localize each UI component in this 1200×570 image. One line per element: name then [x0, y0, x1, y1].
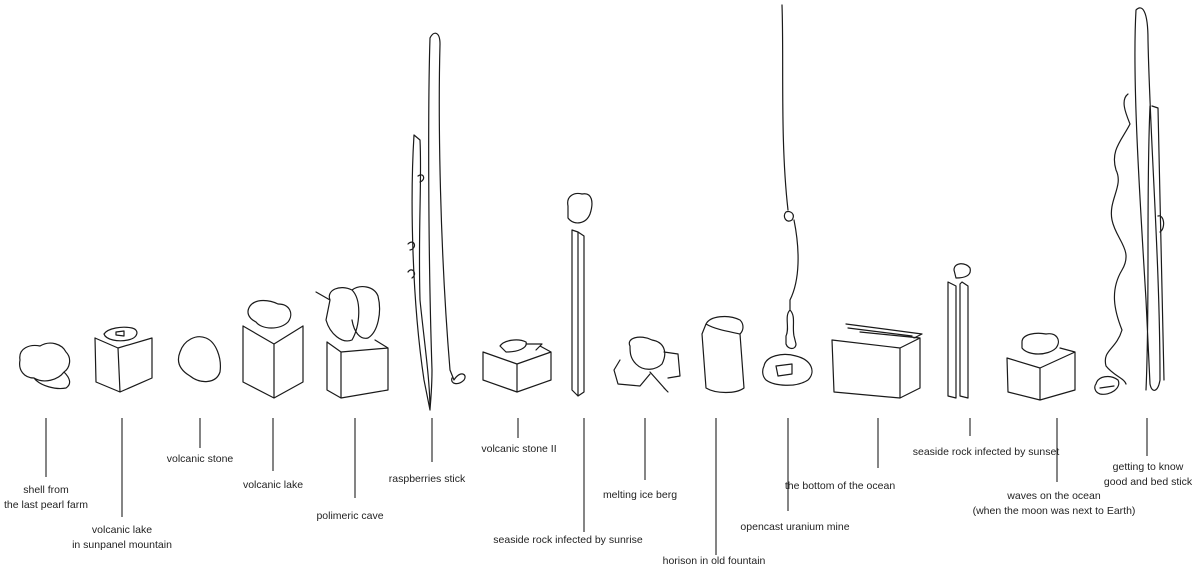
label-polimeric-cave: polimeric cave	[316, 510, 384, 522]
horison-old-fountain-drawing	[701, 315, 745, 394]
label-waves-on-ocean: waves on the ocean(when the moon was nex…	[972, 490, 1136, 517]
good-bed-stick-drawing	[1104, 7, 1165, 391]
bottom-of-ocean-drawing	[831, 323, 923, 399]
melting-ice-berg-drawing	[613, 336, 681, 393]
label-melting-ice-berg: melting ice berg	[602, 489, 678, 501]
volcanic-lake-drawing	[242, 299, 304, 399]
label-raspberries-stick: raspberries stick	[388, 473, 466, 485]
seaside-rock-sunset-drawing	[947, 263, 971, 399]
label-bottom-of-ocean: the bottom of the ocean	[784, 480, 896, 492]
label-seaside-rock-sunset: seaside rock infected by sunset	[912, 446, 1060, 458]
volcanic-stone-ii-drawing	[482, 339, 552, 393]
label-horison-old-fountain: horison in old fountain	[662, 555, 766, 567]
label-seaside-rock-sunrise: seaside rock infected by sunrise	[493, 534, 643, 546]
volcanic-stone-drawing	[177, 336, 221, 383]
volcanic-lake-sunpanel-drawing	[94, 326, 153, 393]
opencast-uranium-mine-drawing	[762, 4, 813, 386]
leader-lines	[45, 418, 1148, 555]
shell-drawing	[19, 342, 71, 390]
label-volcanic-stone: volcanic stone	[166, 453, 234, 465]
label-volcanic-stone-ii: volcanic stone II	[481, 443, 557, 455]
label-volcanic-lake: volcanic lake	[242, 479, 304, 491]
waves-on-ocean-drawing	[1006, 332, 1120, 401]
label-opencast-uranium-mine: opencast uranium mine	[740, 521, 850, 533]
polimeric-cave-drawing	[315, 286, 389, 399]
seaside-rock-sunrise-drawing	[567, 192, 593, 397]
raspberries-stick-drawing	[407, 32, 466, 411]
